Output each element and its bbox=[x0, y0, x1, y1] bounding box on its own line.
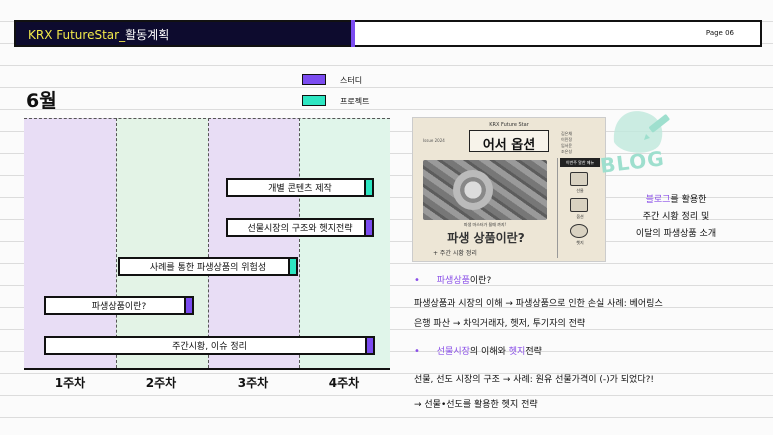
cover-menu-tag: 이번주 알찬 메뉴 bbox=[560, 158, 600, 167]
options-icon bbox=[570, 198, 588, 212]
topic-accent: 파생상품 bbox=[436, 276, 470, 286]
legend-swatch-study bbox=[302, 74, 326, 85]
blog-desc-line: 이달의 파생상품 소개 bbox=[635, 229, 717, 239]
coin-icon bbox=[453, 170, 493, 210]
header-title-main: 활동계획 bbox=[125, 28, 170, 42]
cover-menu-item: 선물 bbox=[576, 188, 584, 193]
blog-desc-line: 블로그를 활용한 bbox=[606, 192, 746, 209]
bullet-icon: • bbox=[414, 346, 420, 357]
topic-detail: → 선물•선도를 활용한 헷지 전략 bbox=[414, 400, 538, 410]
task-bar: 사례를 통한 파생상품의 위험성 bbox=[118, 257, 298, 276]
task-label: 주간시황, 이슈 정리 bbox=[172, 342, 247, 352]
cover-title: 어서 옵션 bbox=[482, 138, 536, 153]
newsletter-cover-image: KRX Future Star Issue 2024 어서 옵션 김은채 이민정… bbox=[412, 117, 606, 262]
week-label: 2주차 bbox=[145, 376, 177, 390]
topic-accent: 헷지 bbox=[508, 347, 526, 357]
blog-desc-line: 주간 시황 정리 및 bbox=[642, 212, 710, 222]
cover-authors: 김은채 이민정 임서윤 조은성 bbox=[561, 131, 601, 155]
cover-author: 임서윤 bbox=[561, 143, 573, 148]
header-title-panel: KRX FutureStar_활동계획 bbox=[16, 22, 351, 45]
cover-photo-caption: 파생 마스터가 될때 까지! bbox=[463, 222, 507, 227]
task-label: 파생상품이란? bbox=[91, 302, 147, 312]
topic-text: 의 이해와 bbox=[469, 347, 509, 357]
cover-author: 이민정 bbox=[561, 137, 573, 142]
task-bar: 주간시황, 이슈 정리 bbox=[44, 336, 375, 355]
week-column-4 bbox=[299, 118, 390, 368]
week-label: 3주차 bbox=[237, 376, 269, 390]
header-title-accent: KRX FutureStar_ bbox=[28, 28, 126, 42]
gantt-axis bbox=[24, 368, 390, 370]
blog-desc-text: 를 활용한 bbox=[670, 195, 707, 205]
week-label: 4주차 bbox=[328, 376, 360, 390]
task-label: 개별 콘텐츠 제작 bbox=[268, 184, 332, 194]
task-type-marker bbox=[364, 180, 372, 195]
cover-headline: 파생 상품이란? bbox=[447, 231, 525, 245]
cover-title-box: 어서 옵션 bbox=[469, 130, 549, 153]
header-bar: KRX FutureStar_활동계획 Page 06 bbox=[14, 20, 762, 47]
task-label: 사례를 통한 파생상품의 위험성 bbox=[149, 263, 267, 273]
cover-menu-item: 옵션 bbox=[576, 214, 584, 219]
futures-icon bbox=[570, 172, 588, 186]
week-label: 1주차 bbox=[54, 376, 86, 390]
topic-text: 전략 bbox=[525, 347, 542, 357]
topic-detail: 선물, 선도 시장의 구조 → 사례: 원유 선물가격이 (-)가 되었다?! bbox=[414, 375, 654, 385]
topic-detail: 은행 파산 → 차익거래자, 헷저, 투기자의 전략 bbox=[414, 319, 586, 329]
cover-menu-item: 헷지 bbox=[576, 240, 584, 245]
header-accent-bar bbox=[351, 20, 355, 47]
page-number: Page 06 bbox=[705, 29, 734, 37]
month-label: 6월 bbox=[26, 90, 57, 112]
task-type-marker bbox=[288, 259, 296, 274]
cover-sidebar: 이번주 알찬 메뉴 선물 옵션 헷지 bbox=[557, 158, 601, 258]
cover-author: 김은채 bbox=[561, 131, 573, 136]
topic-detail: 파생상품과 시장의 이해 → 파생상품으로 인한 손실 사례: 베어링스 bbox=[414, 299, 663, 309]
gantt-divider bbox=[116, 118, 117, 368]
header-title: KRX FutureStar_활동계획 bbox=[28, 26, 169, 43]
topic-accent: 선물시장 bbox=[436, 347, 470, 357]
topic-heading-derivatives: • 파생상품이란? bbox=[414, 273, 491, 286]
cover-publisher: KRX Future Star bbox=[489, 122, 529, 128]
task-bar: 선물시장의 구조와 헷지전략 bbox=[226, 218, 374, 237]
cover-author: 조은성 bbox=[561, 149, 573, 154]
week-column-1 bbox=[24, 118, 116, 368]
legend-swatch-project bbox=[302, 95, 326, 106]
task-type-marker bbox=[364, 220, 372, 235]
task-bar: 개별 콘텐츠 제작 bbox=[226, 178, 374, 197]
task-label: 선물시장의 구조와 헷지전략 bbox=[247, 224, 353, 234]
task-type-marker bbox=[365, 338, 373, 353]
gantt-divider bbox=[208, 118, 209, 368]
bullet-icon: • bbox=[414, 275, 420, 286]
topic-text: 이란? bbox=[469, 276, 492, 286]
week-column-3 bbox=[208, 118, 299, 368]
week-column-2 bbox=[116, 118, 208, 368]
cover-subline: + 주간 시황 정리 bbox=[433, 250, 477, 257]
blog-desc-accent: 블로그 bbox=[645, 195, 671, 205]
gantt-divider bbox=[299, 118, 300, 368]
task-bar: 파생상품이란? bbox=[44, 296, 194, 315]
blog-pencil-icon bbox=[613, 111, 670, 153]
legend-label-project: 프로젝트 bbox=[340, 97, 370, 106]
topic-heading-futures: • 선물시장의 이해와 헷지전략 bbox=[414, 344, 542, 357]
task-type-marker bbox=[184, 298, 192, 313]
gantt-top-line bbox=[24, 118, 390, 119]
legend-label-study: 스터디 bbox=[340, 76, 363, 85]
cover-issue: Issue 2024 bbox=[423, 138, 445, 143]
hedge-icon bbox=[570, 224, 588, 238]
blog-description: 블로그를 활용한 주간 시황 정리 및 이달의 파생상품 소개 bbox=[606, 192, 746, 243]
